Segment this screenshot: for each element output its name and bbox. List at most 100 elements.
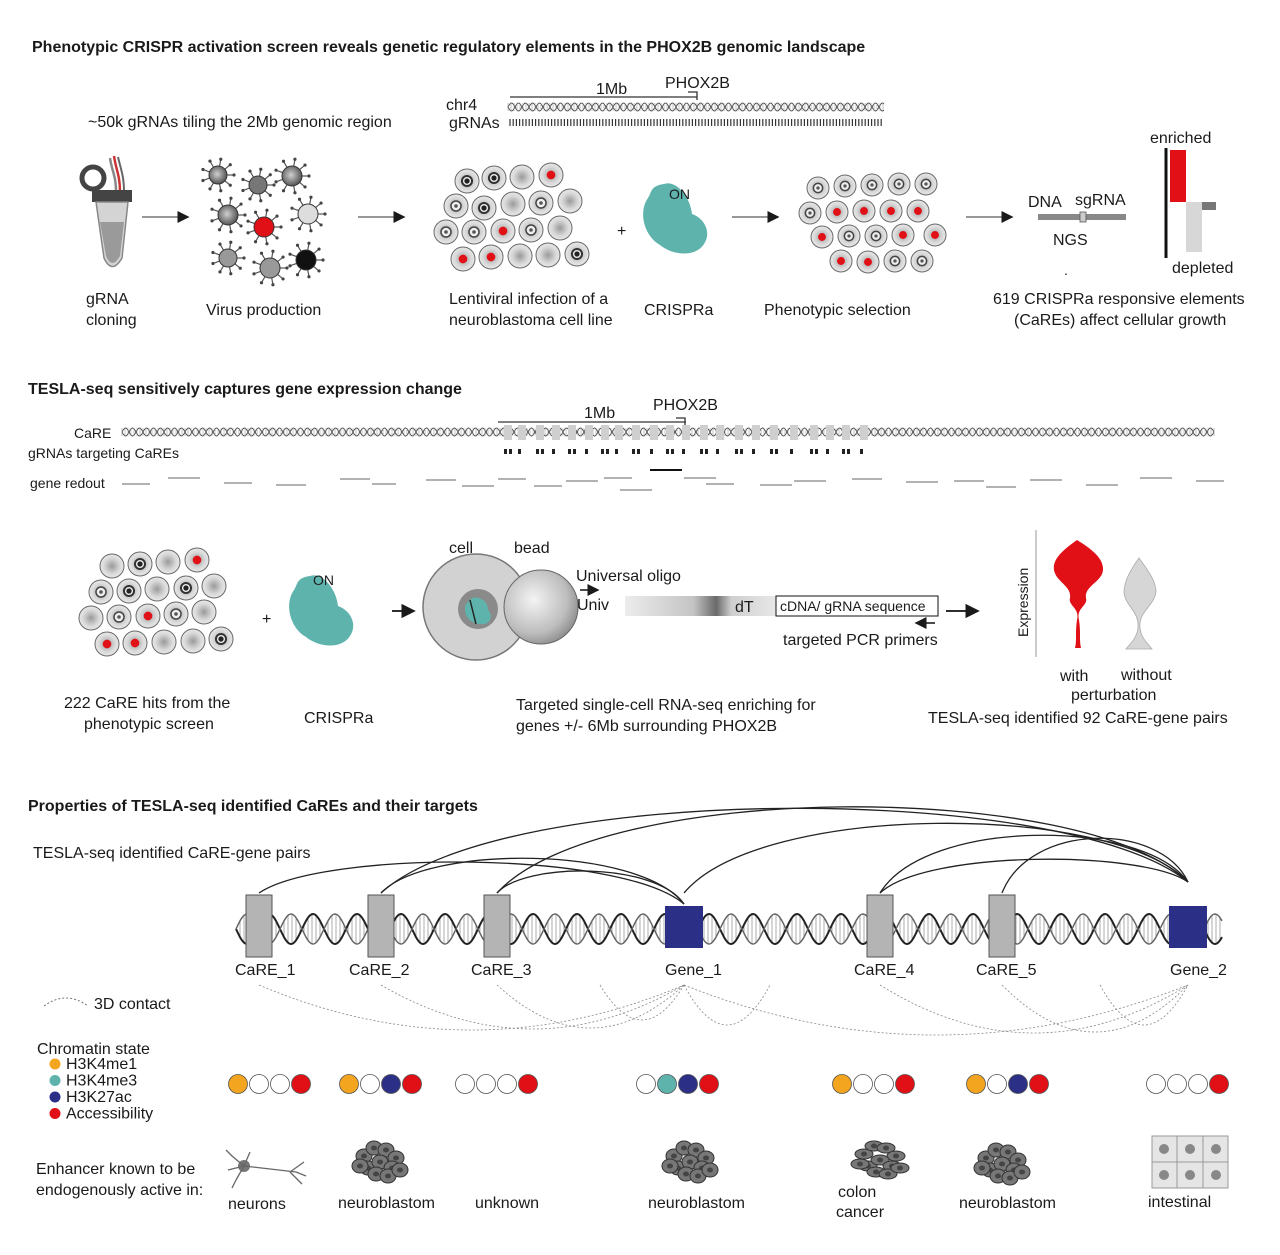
phox2b-label-2: PHOX2B xyxy=(653,397,718,414)
tumor-cluster-icon xyxy=(351,1140,409,1184)
grna-tick xyxy=(504,449,507,454)
care-block xyxy=(632,425,640,440)
cell xyxy=(806,176,830,200)
result-line2: (CaREs) affect cellular growth xyxy=(1014,312,1226,329)
rnaseq-line1: Targeted single-cell RNA-seq enriching f… xyxy=(516,697,816,714)
virus-icons xyxy=(201,157,327,287)
chromatin-dot xyxy=(832,1074,852,1094)
grna-tick xyxy=(573,449,576,454)
pairs-label: TESLA-seq identified CaRE-gene pairs xyxy=(33,845,310,862)
grna-tick xyxy=(509,449,512,454)
care-block xyxy=(504,425,512,440)
on-label: ON xyxy=(669,186,690,202)
care-block xyxy=(536,425,544,440)
gene-box xyxy=(1169,906,1207,948)
grna-tick xyxy=(770,449,773,454)
tss-arrow-icon-2 xyxy=(676,417,686,427)
chromatin-dot xyxy=(966,1074,986,1094)
pcr-label: targeted PCR primers xyxy=(783,632,938,649)
care-block xyxy=(615,425,623,440)
chromatin-dot xyxy=(874,1074,894,1094)
cell-bead-icon xyxy=(422,553,579,661)
grna-tick xyxy=(568,449,571,454)
virus-icon xyxy=(290,195,327,233)
grna-tick xyxy=(536,449,539,454)
violin-with-icon xyxy=(1053,540,1104,648)
grna-tick xyxy=(541,449,544,454)
contact-arc xyxy=(879,984,1189,1034)
care-block-ticks xyxy=(504,425,868,454)
chromatin-dot xyxy=(1029,1074,1049,1094)
cdna-label: cDNA/ gRNA sequence xyxy=(780,598,926,614)
contact-arc xyxy=(1099,984,1189,1026)
chromatin-dot xyxy=(402,1074,422,1094)
gene-readout-dashes xyxy=(122,469,1224,491)
cell xyxy=(535,242,561,268)
enriched-label: enriched xyxy=(1150,130,1211,147)
virus-icon xyxy=(211,240,246,276)
scale-1mb-label: 1Mb xyxy=(596,81,627,98)
grna-tick xyxy=(752,449,755,454)
section1-title: Phenotypic CRISPR activation screen reve… xyxy=(32,39,865,56)
care-track-label: CaRE xyxy=(74,425,111,441)
grnas-label: gRNAs xyxy=(449,115,500,132)
grna-tick xyxy=(615,449,618,454)
cell xyxy=(443,193,469,219)
3d-contact-arcs xyxy=(258,984,1189,1036)
tumor-cluster-icons xyxy=(351,1140,1031,1186)
cell xyxy=(923,223,947,247)
grna-tick xyxy=(842,449,845,454)
care-block xyxy=(790,425,798,440)
cell xyxy=(879,199,903,223)
ngs-label: NGS xyxy=(1053,232,1088,249)
chr4-label: chr4 xyxy=(446,97,477,114)
step-grna-line1: gRNA xyxy=(86,291,129,308)
contact-legend-icon xyxy=(43,997,89,1007)
care-block xyxy=(682,425,690,440)
grna-tick xyxy=(552,449,555,454)
element-label: Gene_2 xyxy=(1170,962,1227,979)
legend-dot xyxy=(49,1091,61,1103)
grna-tick xyxy=(585,449,588,454)
grna-tick xyxy=(601,449,604,454)
cell xyxy=(478,244,504,270)
cell xyxy=(122,630,148,656)
result-line1: 619 CRISPRa responsive elements xyxy=(993,291,1245,308)
chromatin-dot xyxy=(291,1074,311,1094)
cell xyxy=(856,250,880,274)
perturbation-label: perturbation xyxy=(1071,687,1156,704)
contact-label: 3D contact xyxy=(94,996,171,1013)
tissue-label: intestinal xyxy=(1148,1194,1211,1211)
legend-dot xyxy=(49,1108,61,1119)
cell xyxy=(883,249,907,273)
neuron-icon xyxy=(225,1149,307,1189)
tissue-label: unknown xyxy=(475,1195,539,1212)
section2-title: TESLA-seq sensitively captures gene expr… xyxy=(28,381,462,398)
element-label: Gene_1 xyxy=(665,962,722,979)
sgrna-label: sgRNA xyxy=(1075,192,1126,209)
care-block xyxy=(842,425,850,440)
contact-arc xyxy=(683,984,771,1026)
tissue-label-line1: colon xyxy=(838,1184,876,1201)
grna-tiling-label: ~50k gRNAs tiling the 2Mb genomic region xyxy=(88,114,392,131)
care-block xyxy=(666,425,674,440)
cell xyxy=(88,579,114,605)
virus-icon xyxy=(252,249,289,287)
care-block xyxy=(716,425,724,440)
chromatin-dot xyxy=(476,1074,496,1094)
chromatin-dot xyxy=(1146,1074,1166,1094)
grna-tick xyxy=(671,449,674,454)
with-label: with xyxy=(1059,668,1088,685)
universal-oligo-label: Universal oligo xyxy=(576,568,681,585)
enriched-bar xyxy=(1170,150,1186,202)
cell xyxy=(94,631,120,657)
care-block xyxy=(752,425,760,440)
cell xyxy=(564,241,590,267)
cell xyxy=(833,174,857,198)
chromatin-dot xyxy=(360,1074,380,1094)
grna-tick xyxy=(826,449,829,454)
grna-tick xyxy=(775,449,778,454)
pair-arc xyxy=(879,834,1189,894)
chromatin-dot xyxy=(657,1074,677,1094)
